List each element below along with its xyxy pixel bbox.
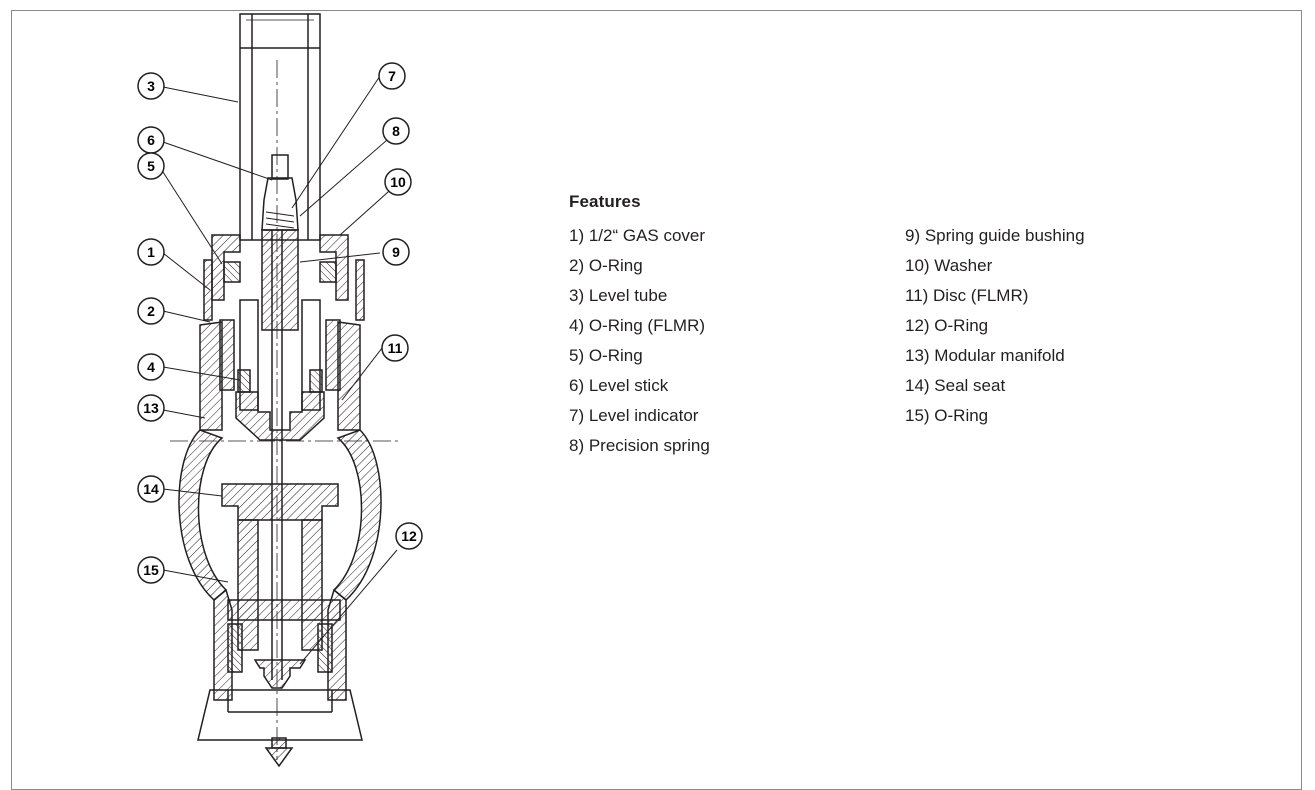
svg-text:11: 11 bbox=[388, 340, 403, 356]
cover-cap bbox=[203, 234, 365, 321]
svg-text:3: 3 bbox=[147, 78, 155, 94]
svg-text:10: 10 bbox=[390, 174, 406, 190]
leader-lines bbox=[162, 75, 398, 665]
feature-item: 5) O-Ring bbox=[569, 346, 643, 365]
callout-9: 9 bbox=[382, 238, 410, 266]
feature-item: 9) Spring guide bushing bbox=[905, 226, 1085, 245]
svg-text:2: 2 bbox=[147, 303, 155, 319]
callout-6: 6 bbox=[137, 126, 165, 154]
svg-text:8: 8 bbox=[392, 123, 400, 139]
modular-manifold bbox=[178, 321, 382, 701]
feature-item: 15) O-Ring bbox=[905, 406, 989, 425]
callout-8: 8 bbox=[382, 117, 410, 145]
feature-item: 13) Modular manifold bbox=[905, 346, 1065, 365]
callout-11: 11 bbox=[381, 334, 409, 362]
callout-13: 13 bbox=[137, 394, 165, 422]
disc bbox=[235, 391, 325, 441]
feature-item: 11) Disc (FLMR) bbox=[905, 286, 1029, 305]
feature-item: 3) Level tube bbox=[569, 286, 668, 305]
callout-15: 15 bbox=[137, 556, 165, 584]
feature-item: 10) Washer bbox=[905, 256, 993, 275]
o-ring-15-right bbox=[317, 623, 333, 673]
features-title: Features bbox=[569, 192, 641, 211]
callout-12: 12 bbox=[395, 522, 423, 550]
callouts: 3 6 5 1 2 4 13 14 15 7 8 10 9 11 12 bbox=[137, 62, 423, 584]
feature-item: 6) Level stick bbox=[569, 376, 669, 395]
svg-text:15: 15 bbox=[143, 562, 159, 578]
bottom-flange bbox=[197, 689, 363, 741]
callout-3: 3 bbox=[137, 72, 165, 100]
o-ring-15-left bbox=[227, 623, 243, 673]
feature-item: 14) Seal seat bbox=[905, 376, 1006, 395]
svg-text:6: 6 bbox=[147, 132, 155, 148]
seal-seat bbox=[221, 483, 341, 651]
level-tube bbox=[239, 13, 321, 241]
callout-7: 7 bbox=[378, 62, 406, 90]
valve-cross-section-drawing: 3 6 5 1 2 4 13 14 15 7 8 10 9 11 12 bbox=[137, 13, 423, 768]
features-panel: Features 1) 1/2“ GAS cover 2) O-Ring 3) … bbox=[569, 192, 1269, 466]
spring-guide-bushing bbox=[261, 154, 299, 331]
callout-10: 10 bbox=[384, 168, 412, 196]
feature-item: 12) O-Ring bbox=[905, 316, 989, 335]
callout-4: 4 bbox=[137, 353, 165, 381]
svg-text:5: 5 bbox=[147, 158, 155, 174]
svg-text:12: 12 bbox=[401, 528, 417, 544]
feature-item: 7) Level indicator bbox=[569, 406, 699, 425]
svg-text:7: 7 bbox=[388, 68, 396, 84]
drawing-geometry bbox=[170, 13, 400, 768]
features-list: 1) 1/2“ GAS cover 2) O-Ring 3) Level tub… bbox=[569, 226, 1269, 466]
svg-text:14: 14 bbox=[143, 481, 159, 497]
precision-spring bbox=[265, 211, 295, 229]
svg-text:9: 9 bbox=[392, 244, 400, 260]
feature-item: 4) O-Ring (FLMR) bbox=[569, 316, 706, 335]
callout-1: 1 bbox=[137, 238, 165, 266]
svg-text:4: 4 bbox=[147, 359, 155, 375]
o-ring-5-right bbox=[319, 261, 337, 283]
o-ring-5-left bbox=[223, 261, 241, 283]
callout-5: 5 bbox=[137, 152, 165, 180]
svg-text:13: 13 bbox=[143, 400, 159, 416]
stick-foot bbox=[253, 659, 307, 689]
svg-text:1: 1 bbox=[147, 244, 155, 260]
feature-item: 2) O-Ring bbox=[569, 256, 643, 275]
flow-arrow bbox=[264, 737, 294, 768]
feature-item: 8) Precision spring bbox=[569, 436, 710, 455]
callout-14: 14 bbox=[137, 475, 165, 503]
callout-2: 2 bbox=[137, 297, 165, 325]
feature-item: 1) 1/2“ GAS cover bbox=[569, 226, 706, 245]
